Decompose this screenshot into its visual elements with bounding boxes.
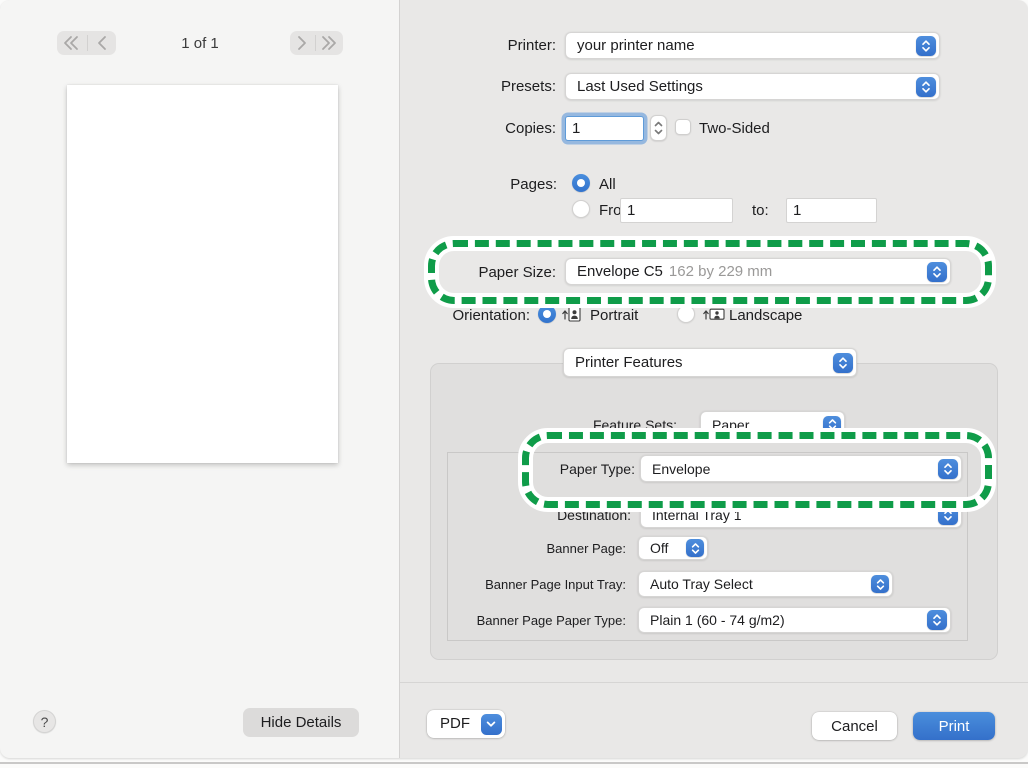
banner-paper-type-select[interactable]: Plain 1 (60 - 74 g/m2)	[638, 607, 951, 633]
settings-pane-select[interactable]: Printer Features	[563, 348, 857, 377]
banner-page-label: Banner Page:	[546, 541, 626, 556]
pages-all-label: All	[599, 176, 616, 193]
hide-details-button[interactable]: Hide Details	[243, 708, 359, 737]
pages-all-radio[interactable]	[572, 174, 590, 192]
portrait-label: Portrait	[590, 307, 639, 324]
banner-paper-type-label: Banner Page Paper Type:	[476, 613, 626, 628]
help-button[interactable]: ?	[33, 710, 56, 733]
chevron-down-icon	[480, 713, 502, 735]
orientation-landscape-radio[interactable]	[677, 305, 695, 323]
pages-label: Pages:	[510, 176, 557, 193]
chevron-up-down-icon	[916, 76, 936, 97]
landscape-label: Landscape	[729, 307, 803, 324]
destination-select[interactable]: Internal Tray 1	[640, 502, 962, 528]
pane-divider	[399, 0, 400, 758]
chevron-up-down-icon	[871, 575, 889, 593]
feature-sets-select[interactable]: Paper	[700, 411, 845, 438]
pages-from-input[interactable]	[620, 198, 733, 223]
cancel-button[interactable]: Cancel	[812, 712, 897, 740]
pages-to-input[interactable]	[786, 198, 877, 223]
copies-label: Copies:	[505, 120, 556, 137]
print-preview-page	[67, 85, 338, 463]
paper-size-select[interactable]: Envelope C5 162 by 229 mm	[565, 258, 951, 285]
page-indicator: 1 of 1	[181, 35, 219, 52]
feature-options-box	[447, 452, 968, 641]
prev-page-icon	[88, 31, 116, 55]
chevron-up-down-icon	[823, 415, 841, 434]
next-page-icon	[290, 31, 315, 55]
banner-input-tray-select[interactable]: Auto Tray Select	[638, 571, 893, 597]
first-prev-page-button[interactable]	[57, 31, 116, 55]
printer-select[interactable]: your printer name	[565, 32, 940, 59]
chevron-up-down-icon	[916, 35, 936, 56]
orientation-label: Orientation:	[452, 307, 530, 324]
pages-range-radio[interactable]	[572, 200, 590, 218]
chevron-up-down-icon	[927, 261, 947, 282]
print-button[interactable]: Print	[913, 712, 995, 740]
chevron-up-down-icon	[938, 458, 958, 479]
banner-input-tray-label: Banner Page Input Tray:	[485, 577, 626, 592]
chevron-up-down-icon	[938, 505, 958, 525]
chevron-up-down-icon	[833, 352, 853, 373]
portrait-icon	[561, 306, 582, 322]
bottom-separator	[400, 682, 1028, 683]
dialog-bottom-edge	[0, 762, 1028, 764]
banner-page-select[interactable]: Off	[638, 536, 708, 560]
question-icon: ?	[40, 713, 49, 730]
two-sided-label: Two-Sided	[699, 120, 770, 137]
first-page-icon	[57, 31, 87, 55]
pdf-menu-button[interactable]: PDF	[427, 710, 505, 738]
paper-type-label: Paper Type:	[559, 461, 635, 477]
copies-stepper[interactable]	[650, 115, 667, 141]
orientation-portrait-radio[interactable]	[538, 305, 556, 323]
copies-input[interactable]	[565, 116, 644, 141]
landscape-icon	[702, 306, 725, 322]
chevron-up-down-icon	[686, 539, 704, 557]
chevron-up-down-icon	[927, 610, 947, 630]
chevron-up-down-icon	[652, 117, 665, 139]
pager-divider	[87, 35, 88, 51]
pages-to-label: to:	[752, 202, 769, 219]
next-last-page-button[interactable]	[290, 31, 343, 55]
paper-size-label: Paper Size:	[478, 264, 556, 281]
last-page-icon	[316, 31, 343, 55]
pager-divider	[315, 35, 316, 51]
paper-type-select[interactable]: Envelope	[640, 455, 962, 482]
presets-select[interactable]: Last Used Settings	[565, 73, 940, 100]
printer-label: Printer:	[507, 37, 556, 54]
presets-label: Presets:	[500, 78, 556, 95]
paper-size-dimensions: 162 by 229 mm	[668, 263, 773, 280]
two-sided-checkbox[interactable]	[675, 119, 691, 135]
feature-sets-label: Feature Sets:	[592, 417, 677, 433]
destination-label: Destination:	[557, 507, 631, 523]
